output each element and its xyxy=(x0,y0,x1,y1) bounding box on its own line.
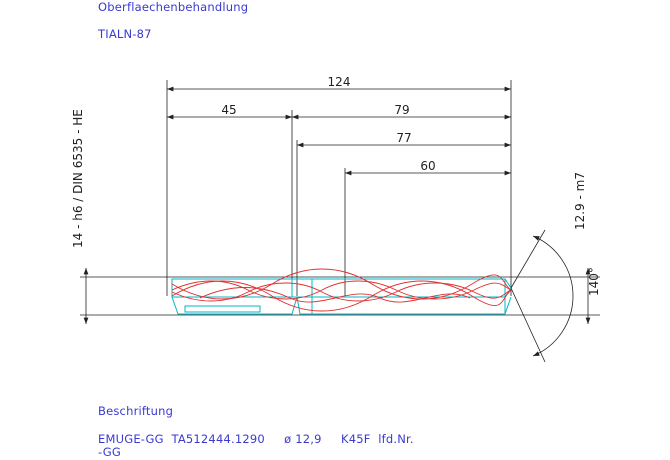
surface-treatment-value: TIALN-87 xyxy=(98,27,152,41)
dimension-lines xyxy=(83,86,591,324)
shank-tolerance-label: 14 - h6 / DIN 6535 - HE xyxy=(71,109,85,248)
marking-text-line2: -GG xyxy=(98,445,121,459)
helix-flutes xyxy=(171,268,512,312)
dim-overall-length: 124 xyxy=(328,75,351,89)
extension-lines xyxy=(80,80,600,316)
marking-text-line1: EMUGE-GG TA512444.1290 ø 12,9 K45F lfd.N… xyxy=(98,432,414,446)
point-angle xyxy=(510,229,574,363)
dim-cutting-length: 60 xyxy=(420,159,435,173)
marking-label: Beschriftung xyxy=(98,404,174,418)
dim-flute-length: 77 xyxy=(396,131,411,145)
dim-shank-length: 45 xyxy=(221,103,236,117)
surface-treatment-label: Oberflaechenbehandlung xyxy=(98,0,249,14)
diameter-tolerance-label: 12.9 - m7 xyxy=(573,172,587,230)
point-angle-label: 140° xyxy=(587,267,601,296)
dim-body-length: 79 xyxy=(394,103,409,117)
